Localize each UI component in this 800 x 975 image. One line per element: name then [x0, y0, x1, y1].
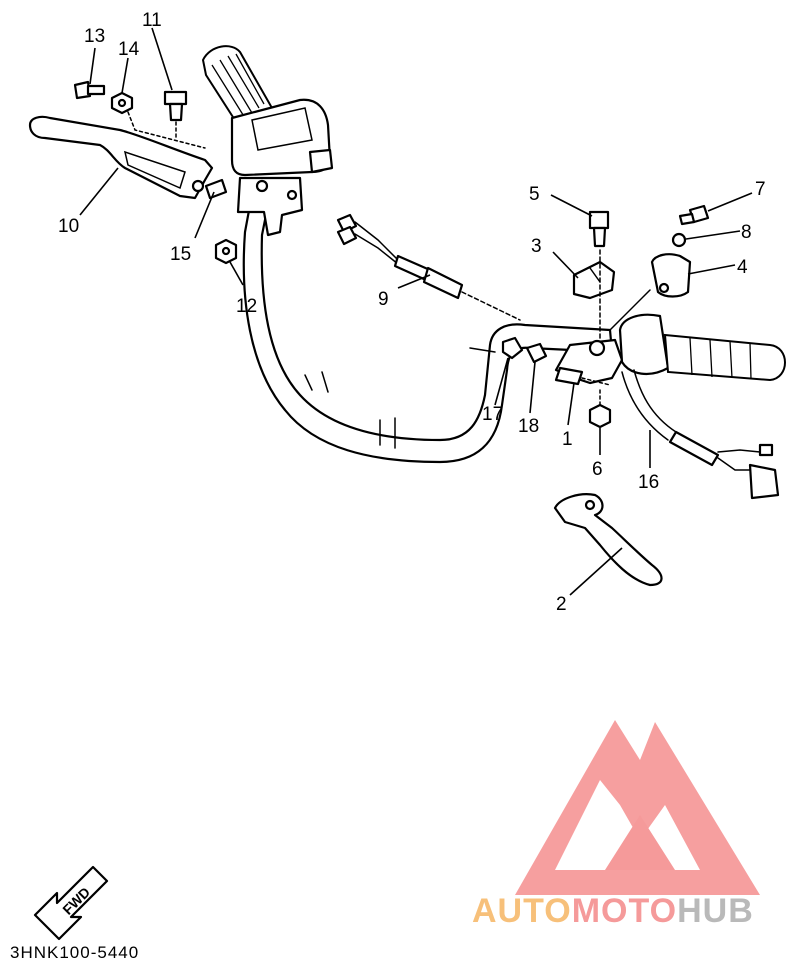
part-7-screw	[678, 204, 710, 226]
part-5-bolt	[588, 210, 610, 248]
callout-14: 14	[118, 39, 140, 60]
part-15-adjuster	[204, 178, 228, 200]
automotohub-wordmark: AUTOMOTOHUB	[472, 892, 754, 930]
part-1-lever-holder	[554, 338, 624, 386]
wordmark-moto: MOTO	[572, 892, 677, 930]
callout-9: 9	[378, 289, 389, 310]
callout-5: 5	[529, 184, 540, 205]
left-grip-throttle-assembly	[201, 45, 334, 237]
callout-6: 6	[592, 459, 603, 480]
part-14-nut	[110, 91, 134, 115]
callout-16: 16	[638, 472, 659, 493]
part-13-bolt	[73, 80, 106, 100]
diagram-code: 3HNK100-5440	[10, 943, 139, 962]
part-11-pivot-bolt	[163, 90, 188, 122]
callout-17: 17	[482, 404, 503, 425]
wordmark-hub: HUB	[677, 892, 754, 930]
callout-7: 7	[755, 179, 766, 200]
callout-8: 8	[741, 222, 752, 243]
leader-lines	[79, 27, 753, 596]
callout-13: 13	[84, 26, 105, 47]
callout-10: 10	[58, 216, 79, 237]
callout-12: 12	[236, 296, 257, 317]
callout-2: 2	[556, 594, 567, 615]
callout-18: 18	[518, 416, 539, 437]
part-2-brake-lever	[553, 493, 663, 587]
part-9-throttle-cable	[336, 213, 521, 321]
handlebar	[242, 203, 614, 464]
part-3-clamp	[572, 260, 616, 300]
callout-3: 3	[531, 236, 542, 257]
callout-4: 4	[737, 257, 748, 278]
wordmark-auto: AUTO	[472, 892, 572, 930]
svg-text:AUTOMOTOHUB: AUTOMOTOHUB	[472, 892, 754, 930]
callout-1: 1	[562, 429, 573, 450]
part-18-spacer	[525, 342, 548, 364]
part-6-nut	[588, 403, 612, 429]
part-8-washer	[671, 232, 687, 248]
part-4-switch-housing	[650, 253, 692, 298]
part-12-nut	[214, 238, 238, 265]
part-10-clutch-lever	[28, 115, 214, 200]
callout-15: 15	[170, 244, 191, 265]
right-grip	[618, 313, 786, 382]
forward-arrow: FWD	[33, 865, 109, 941]
callout-11: 11	[142, 10, 162, 31]
automotohub-logo-mark	[515, 720, 760, 895]
part-17-nut	[501, 336, 524, 360]
part-16-switch-wire	[621, 369, 780, 500]
